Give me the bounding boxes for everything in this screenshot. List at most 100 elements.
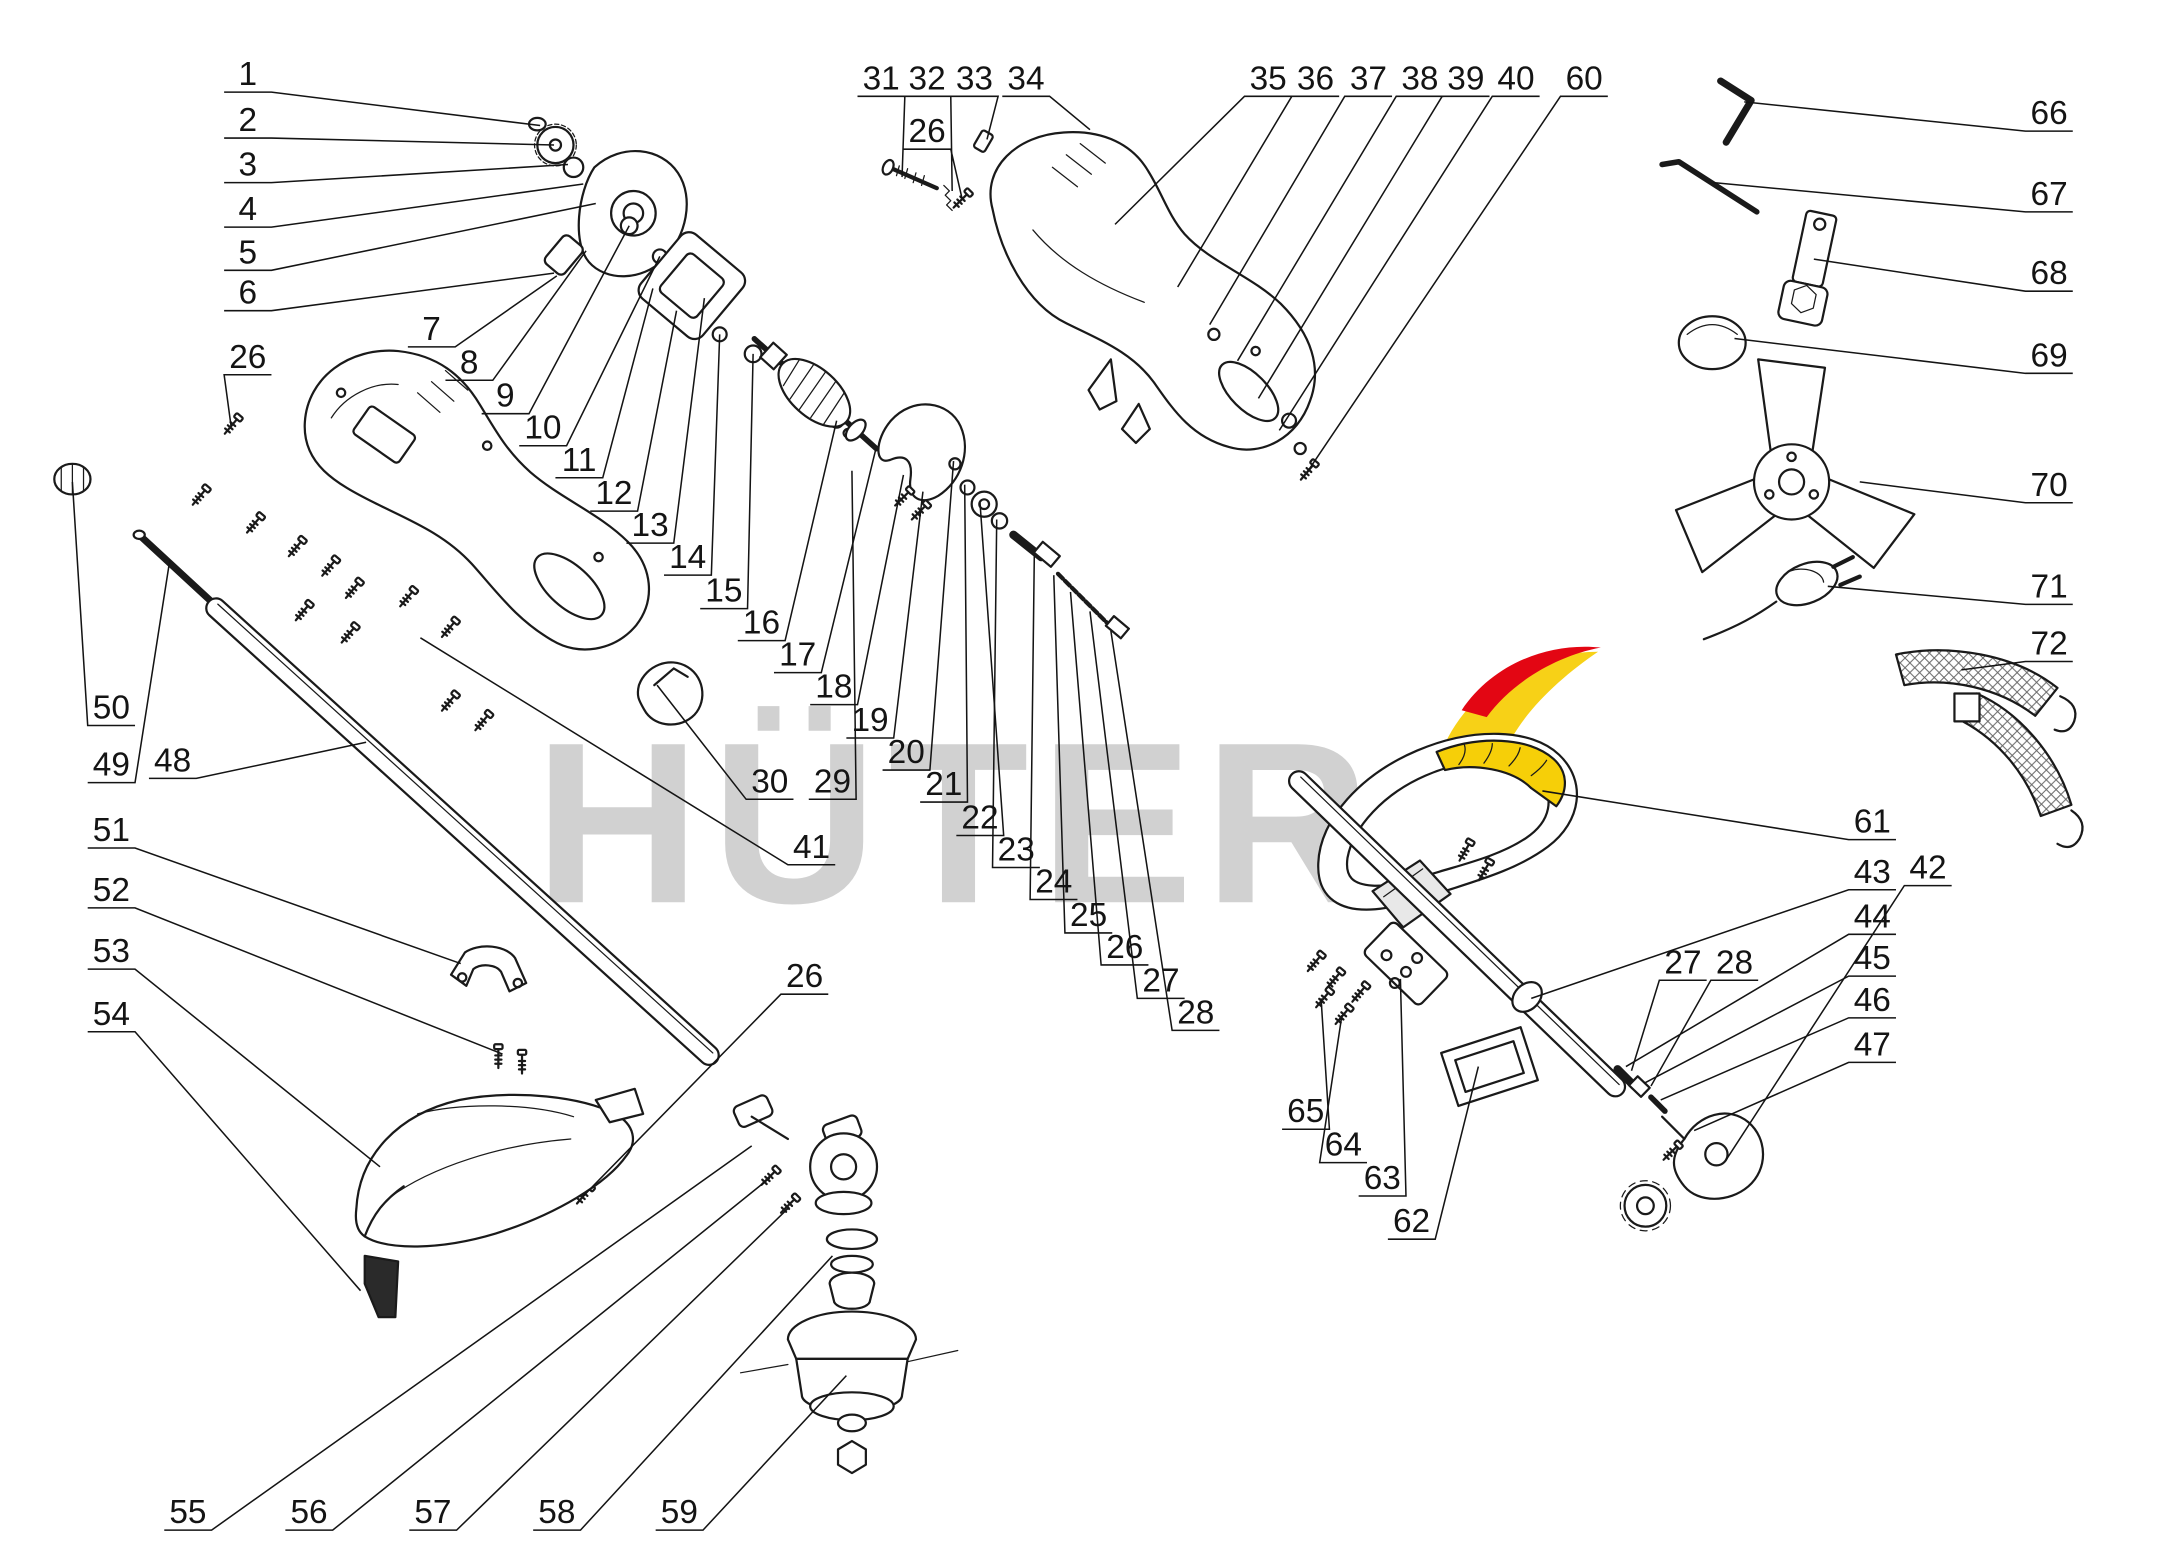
leader-line — [1660, 1017, 1896, 1101]
leader-line — [445, 250, 587, 382]
part-number-label: 10 — [524, 410, 561, 447]
part-number-label: 15 — [705, 573, 742, 610]
leader-line — [1630, 979, 1707, 1071]
part-number-label: 28 — [1716, 944, 1753, 981]
mount-bracket — [1363, 921, 1449, 1006]
leader-line — [737, 420, 838, 642]
part-number-label: 57 — [414, 1494, 451, 1531]
watermark-text: HÜTER — [534, 694, 1381, 951]
leader-line — [950, 95, 1000, 140]
leader-line — [1110, 630, 1220, 1032]
part-number-label: 41 — [793, 829, 830, 866]
guard-mount-bracket — [1659, 1112, 1765, 1200]
leader-line — [1387, 1066, 1480, 1240]
part-number-label: 40 — [1497, 60, 1534, 97]
leader-line — [1257, 95, 1490, 399]
part-number-label: 69 — [2031, 337, 2068, 374]
part-number-label: 51 — [93, 812, 130, 849]
leader-line — [582, 993, 829, 1197]
leader-line — [87, 968, 381, 1168]
part-number-label: 47 — [1854, 1026, 1891, 1063]
part-number-label: 3 — [238, 147, 257, 184]
leader-line — [87, 847, 462, 965]
leader-line — [419, 637, 836, 866]
leader-line — [1002, 95, 1091, 131]
leader-line — [533, 1255, 834, 1531]
leader-line — [1643, 975, 1896, 1084]
leader-line — [956, 502, 1005, 837]
washer-stack — [825, 1228, 879, 1310]
switch-trigger-parts — [636, 661, 704, 726]
leader-line — [1734, 337, 2073, 375]
leader-line — [71, 481, 136, 727]
part-number-label: 56 — [290, 1494, 327, 1531]
leader-line — [224, 91, 541, 127]
lock-nut — [836, 1439, 867, 1475]
leader-line — [1650, 979, 1759, 1087]
part-number-label: 39 — [1447, 60, 1484, 97]
leader-line — [700, 353, 754, 610]
part-number-label: 67 — [2031, 176, 2068, 213]
part-number-label: 46 — [1854, 982, 1891, 1019]
part-number-labels: 1234562678910111213141516171819202122232… — [93, 56, 2068, 1531]
leader-line — [407, 275, 558, 348]
leader-line — [519, 256, 661, 447]
motor-housing-right — [989, 131, 1321, 484]
part-number-label: 18 — [815, 669, 852, 706]
part-number-label: 20 — [888, 734, 925, 771]
part-number-label: 5 — [238, 234, 257, 271]
part-number-label: 38 — [1401, 60, 1438, 97]
leader-line — [1358, 978, 1407, 1197]
leader-lines — [71, 91, 2073, 1531]
leader-line — [164, 1145, 753, 1531]
leader-line — [1236, 95, 1444, 362]
shaft-coupler — [948, 457, 1130, 640]
part-number-label: 59 — [661, 1494, 698, 1531]
part-number-label: 33 — [956, 60, 993, 97]
leader-line — [773, 449, 877, 674]
leader-line — [808, 470, 857, 801]
watermark: HÜTER — [534, 646, 1601, 951]
part-number-label: 28 — [1177, 994, 1214, 1031]
part-number-label: 68 — [2031, 255, 2068, 292]
rotor-armature — [751, 336, 880, 452]
part-number-label: 63 — [1364, 1160, 1401, 1197]
logo-swoosh-red — [1461, 646, 1601, 718]
drive-shaft-tube — [132, 529, 720, 1066]
leader-line — [1693, 1061, 1896, 1132]
logo-swoosh-yellow — [1444, 651, 1599, 755]
leader-line — [87, 907, 503, 1055]
guard-shield — [354, 1087, 645, 1248]
part-number-label: 53 — [93, 933, 130, 970]
part-number-label: 25 — [1070, 897, 1107, 934]
part-number-label: 27 — [1664, 944, 1701, 981]
part-number-label: 19 — [851, 702, 888, 739]
lower-shaft-parts — [1613, 1065, 1668, 1114]
shaft-end-cap — [53, 462, 92, 496]
leader-line — [223, 373, 272, 427]
leader-line — [1961, 660, 2073, 671]
part-number-label: 7 — [422, 311, 441, 348]
leader-line — [224, 163, 569, 184]
part-number-label: 55 — [169, 1494, 206, 1531]
part-number-label: 61 — [1854, 804, 1891, 841]
part-number-label: 45 — [1854, 940, 1891, 977]
part-number-label: 65 — [1287, 1093, 1324, 1130]
part-number-label: 9 — [496, 378, 515, 415]
part-number-label: 26 — [909, 113, 946, 150]
part-number-label: 64 — [1325, 1127, 1362, 1164]
motor-housing-left — [303, 349, 651, 651]
guard-clamp — [449, 945, 528, 993]
hex-key-long — [1659, 158, 1760, 215]
leader-line — [1209, 95, 1393, 325]
part-number-label: 71 — [2031, 568, 2068, 605]
leader-line — [590, 310, 678, 512]
trimmer-spool-head — [739, 1310, 959, 1433]
part-number-label: 44 — [1854, 898, 1891, 935]
part-number-label: 54 — [93, 996, 130, 1033]
leader-line — [1282, 998, 1331, 1130]
part-number-label: 34 — [1007, 60, 1044, 97]
power-plug — [1702, 554, 1862, 641]
part-number-label: 22 — [961, 800, 998, 837]
